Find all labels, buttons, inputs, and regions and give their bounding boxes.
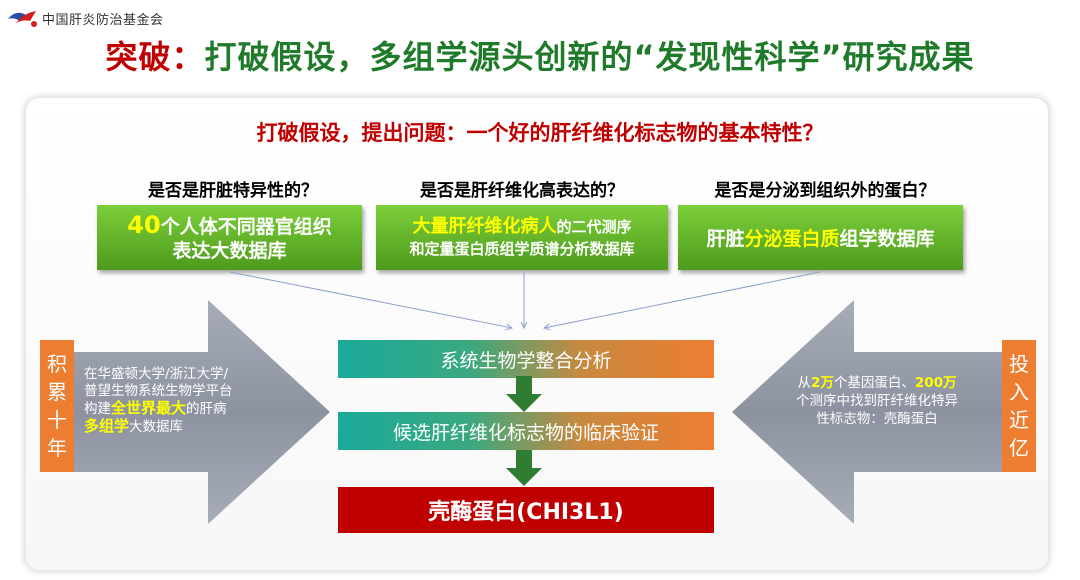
arrow-line-left	[229, 271, 512, 328]
logo-text: 中国肝炎防治基金会	[42, 12, 164, 28]
box3-pre: 肝脏	[706, 228, 745, 250]
left-arrow-text: 在华盛顿大学/浙江大学/ 普望生物系统生物学平台 构建全世界最大的肝病 多组学大…	[84, 366, 324, 436]
label-char: 入	[1009, 380, 1029, 404]
left-line3-post: 的肝病	[186, 401, 227, 417]
right-line1-mid: 个基因蛋白、	[833, 375, 915, 391]
right-line2: 个测序中找到肝纤维化特异	[796, 393, 958, 409]
logo: 中国肝炎防治基金会	[6, 6, 164, 30]
left-big-arrow	[40, 300, 330, 524]
stage-integration-analysis: 系统生物学整合分析	[338, 340, 714, 378]
label-char: 积	[47, 352, 67, 376]
box3-highlight: 分泌蛋白质	[744, 228, 840, 250]
database-box-patients: 大量肝纤维化病人的二代测序 和定量蛋白质组学质谱分析数据库	[376, 205, 668, 270]
right-arrow-text: 从2万个基因蛋白、200万 个测序中找到肝纤维化特异 性标志物：壳酶蛋白	[782, 374, 972, 428]
label-char: 投	[1009, 352, 1029, 376]
database-box-secretory: 肝脏分泌蛋白质组学数据库	[678, 205, 963, 270]
label-investment: 投 入 近 亿	[1002, 340, 1036, 472]
right-big-arrow	[732, 300, 1022, 524]
right-line1-highlight1: 2万	[810, 375, 834, 391]
label-accumulate: 积 累 十 年	[40, 340, 74, 472]
box3-post: 组学数据库	[839, 228, 935, 250]
box1-line1: 个人体不同器官组织	[160, 215, 332, 238]
left-line3-pre: 构建	[84, 401, 111, 417]
left-line2: 普望生物系统生物学平台	[84, 383, 233, 399]
question-1: 是否是肝脏特异性的？	[148, 181, 318, 201]
label-char: 累	[47, 380, 67, 404]
panel-subtitle: 打破假设，提出问题：一个好的肝纤维化标志物的基本特性？	[256, 121, 824, 145]
title-main: 打破假设，多组学源头创新的“发现性科学”研究成果	[204, 38, 975, 76]
down-arrow-2	[506, 450, 542, 486]
stage-clinical-validation: 候选肝纤维化标志物的临床验证	[338, 412, 714, 450]
label-char: 年	[47, 436, 67, 460]
title-prefix: 突破：	[105, 38, 205, 76]
stage-result-chi3l1: 壳酶蛋白(CHI3L1)	[338, 487, 714, 533]
question-2: 是否是肝纤维化高表达的？	[420, 181, 624, 201]
page-title: 突破：打破假设，多组学源头创新的“发现性科学”研究成果	[0, 32, 1080, 78]
box1-line2: 表达大数据库	[172, 239, 287, 262]
right-line1-pre: 从	[797, 375, 811, 391]
box2-line2: 和定量蛋白质组学质谱分析数据库	[409, 239, 635, 258]
right-line3: 性标志物：壳酶蛋白	[816, 411, 938, 427]
logo-icon	[8, 11, 37, 27]
right-line1-highlight2: 200万	[914, 375, 957, 391]
left-line4-post: 大数据库	[129, 419, 184, 435]
question-3: 是否是分泌到组织外的蛋白？	[714, 181, 936, 201]
arrow-line-right	[544, 271, 821, 328]
label-char: 亿	[1009, 436, 1029, 460]
box2-highlight: 大量肝纤维化病人	[412, 215, 557, 237]
database-box-organs: 40个人体不同器官组织 表达大数据库	[97, 205, 362, 270]
left-line1: 在华盛顿大学/浙江大学/	[84, 366, 229, 382]
left-line3-highlight: 全世界最大	[111, 399, 187, 417]
down-arrow-1	[506, 376, 542, 412]
label-char: 十	[47, 408, 67, 432]
box1-highlight: 40	[127, 210, 161, 239]
left-line4-highlight: 多组学	[84, 417, 130, 435]
box2-line1: 的二代测序	[556, 217, 632, 236]
label-char: 近	[1009, 408, 1029, 432]
